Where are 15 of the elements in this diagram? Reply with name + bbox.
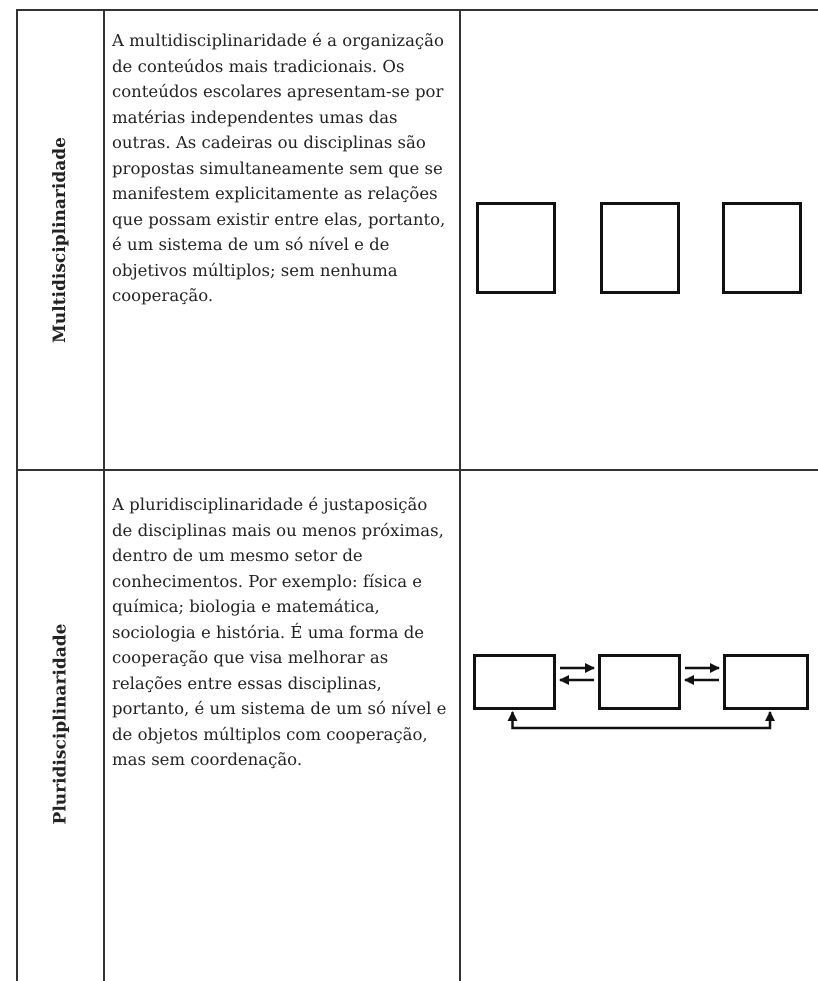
discipline-box bbox=[598, 654, 681, 710]
description-text: A pluridisciplinaridade é justaposição de disciplinas mais ou menos próximas, dentro de um mesmo setor de conhecimentos. Por exemplo: física e química; biologia e matemática, sociologia e história. É uma forma de cooperação que visa melhorar as relações entre essas disciplinas, portanto, é um sistema de um só nível e de objetos múltiplos com cooperação, mas sem coordenação. bbox=[112, 494, 447, 771]
arrow bbox=[559, 675, 594, 685]
row-header: Multidisciplinaridade bbox=[50, 137, 70, 343]
arrow bbox=[684, 675, 719, 685]
arrow bbox=[560, 663, 595, 673]
discipline-box bbox=[476, 202, 556, 294]
discipline-box bbox=[600, 202, 680, 294]
arrow bbox=[508, 711, 775, 730]
arrow bbox=[685, 663, 720, 673]
discipline-box bbox=[473, 654, 556, 710]
discipline-box bbox=[722, 202, 802, 294]
discipline-box bbox=[723, 654, 809, 710]
description-text: A multidisciplinaridade é a organização de conteúdos mais tradicionais. Os conteúdos escolares apresentam-se por matérias independentes umas das outras. As cadeiras ou disciplinas são propostas simultaneamente sem que se manifestem explicitamente as relações que possam existir entre elas, portanto, é um sistema de um só nível e de objetivos múltiplos; sem nenhuma cooperação. bbox=[112, 30, 446, 307]
row-header: Pluridisciplinaridade bbox=[50, 624, 70, 824]
